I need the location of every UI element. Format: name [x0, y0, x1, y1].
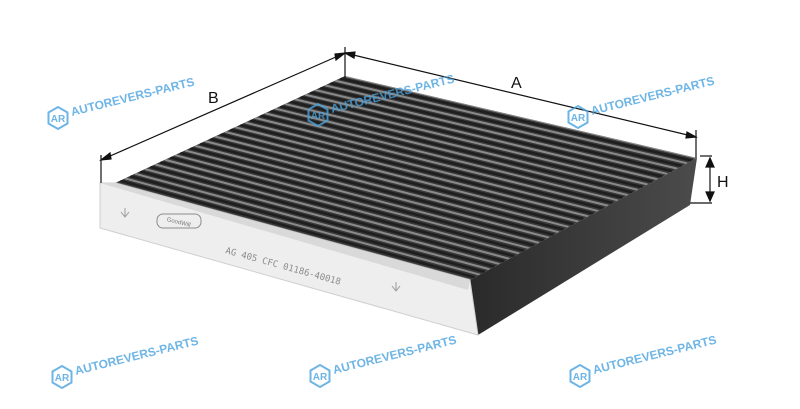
filter-pleat	[139, 170, 496, 268]
filter-pleat	[254, 116, 609, 207]
filter-pleat	[199, 142, 555, 237]
filter-pleat	[189, 146, 545, 242]
filter-pleat	[124, 177, 481, 276]
watermark-logo-text: AR	[573, 372, 588, 383]
watermark-logo-icon	[569, 363, 591, 389]
filter-pleat	[234, 126, 589, 218]
filter-pleat	[324, 84, 678, 170]
filter-pleat	[229, 128, 584, 221]
filter-pleat	[129, 174, 486, 274]
watermark-logo-text: AR	[55, 373, 70, 384]
filter-pleat	[174, 154, 530, 250]
watermark-logo-icon	[307, 102, 329, 128]
filter-top-surface	[115, 76, 697, 280]
airflow-arrow-icon	[120, 208, 401, 292]
filter-pleat	[244, 121, 599, 213]
dimension-lines	[98, 47, 715, 204]
filter-pleat	[214, 135, 569, 228]
filter-pleat	[154, 163, 510, 260]
filter-front-frame	[99, 182, 479, 336]
filter-pleat	[224, 130, 579, 223]
filter-pleat	[304, 93, 658, 181]
filter-pleat	[329, 81, 683, 168]
filter-pleat	[219, 132, 574, 226]
dimension-label-h: H	[717, 174, 729, 191]
watermark-logo-text: AR	[571, 113, 586, 124]
watermark-logo-icon	[51, 364, 73, 390]
filter-pleat	[159, 160, 515, 258]
watermark-logo-icon	[47, 105, 69, 131]
filter-pleat	[284, 102, 639, 191]
filter-pleat	[334, 79, 688, 165]
watermark-logo-text: AR	[313, 372, 328, 383]
filter-pleat	[194, 144, 550, 239]
filter-pleat	[339, 77, 693, 162]
filter-pleat	[344, 76, 697, 159]
filter-pleat	[279, 104, 634, 194]
watermark-text: AUTOREVERS-PARTS	[589, 74, 716, 118]
filter-pleat	[309, 91, 663, 178]
filter-pleat	[164, 158, 520, 255]
filter-pleat	[259, 114, 614, 205]
filter-pleat	[294, 98, 648, 186]
filter-pleat	[144, 168, 500, 266]
filter-pleat	[134, 172, 490, 271]
filter-pleat	[314, 88, 668, 175]
watermark-logo-text: AR	[51, 114, 66, 125]
dimension-label-a: A	[511, 75, 522, 92]
filter-pleat	[289, 100, 644, 189]
brand-logo: GoodWill	[156, 213, 202, 229]
filter-pleat	[319, 86, 673, 173]
watermark-text: AUTOREVERS-PARTS	[69, 75, 196, 119]
filter-pleat	[119, 179, 476, 279]
filter-pleat	[239, 123, 594, 215]
watermark-text: AUTOREVERS-PARTS	[591, 333, 718, 377]
filter-pleat	[179, 151, 535, 247]
brand-text: GoodWill	[166, 217, 191, 229]
filter-pleat	[184, 149, 540, 244]
filter-pleat	[169, 156, 525, 253]
filter-pleat	[204, 140, 560, 234]
filter-pleat	[149, 165, 505, 263]
dimension-label-b: B	[208, 90, 219, 107]
filter-pleat	[209, 137, 565, 231]
filter-right-side	[470, 158, 697, 335]
filter-pleat	[269, 109, 624, 200]
watermark-logo-icon	[567, 104, 589, 130]
filter-pleat	[299, 95, 653, 184]
watermark-text: AUTOREVERS-PARTS	[73, 334, 200, 378]
filter-pleat	[249, 118, 604, 210]
filter-pleat	[274, 107, 629, 197]
filter-pleat	[264, 112, 619, 202]
watermark-logo-text: AR	[311, 111, 326, 122]
watermark-logo-icon	[309, 363, 331, 389]
watermark-text: AUTOREVERS-PARTS	[331, 333, 458, 377]
